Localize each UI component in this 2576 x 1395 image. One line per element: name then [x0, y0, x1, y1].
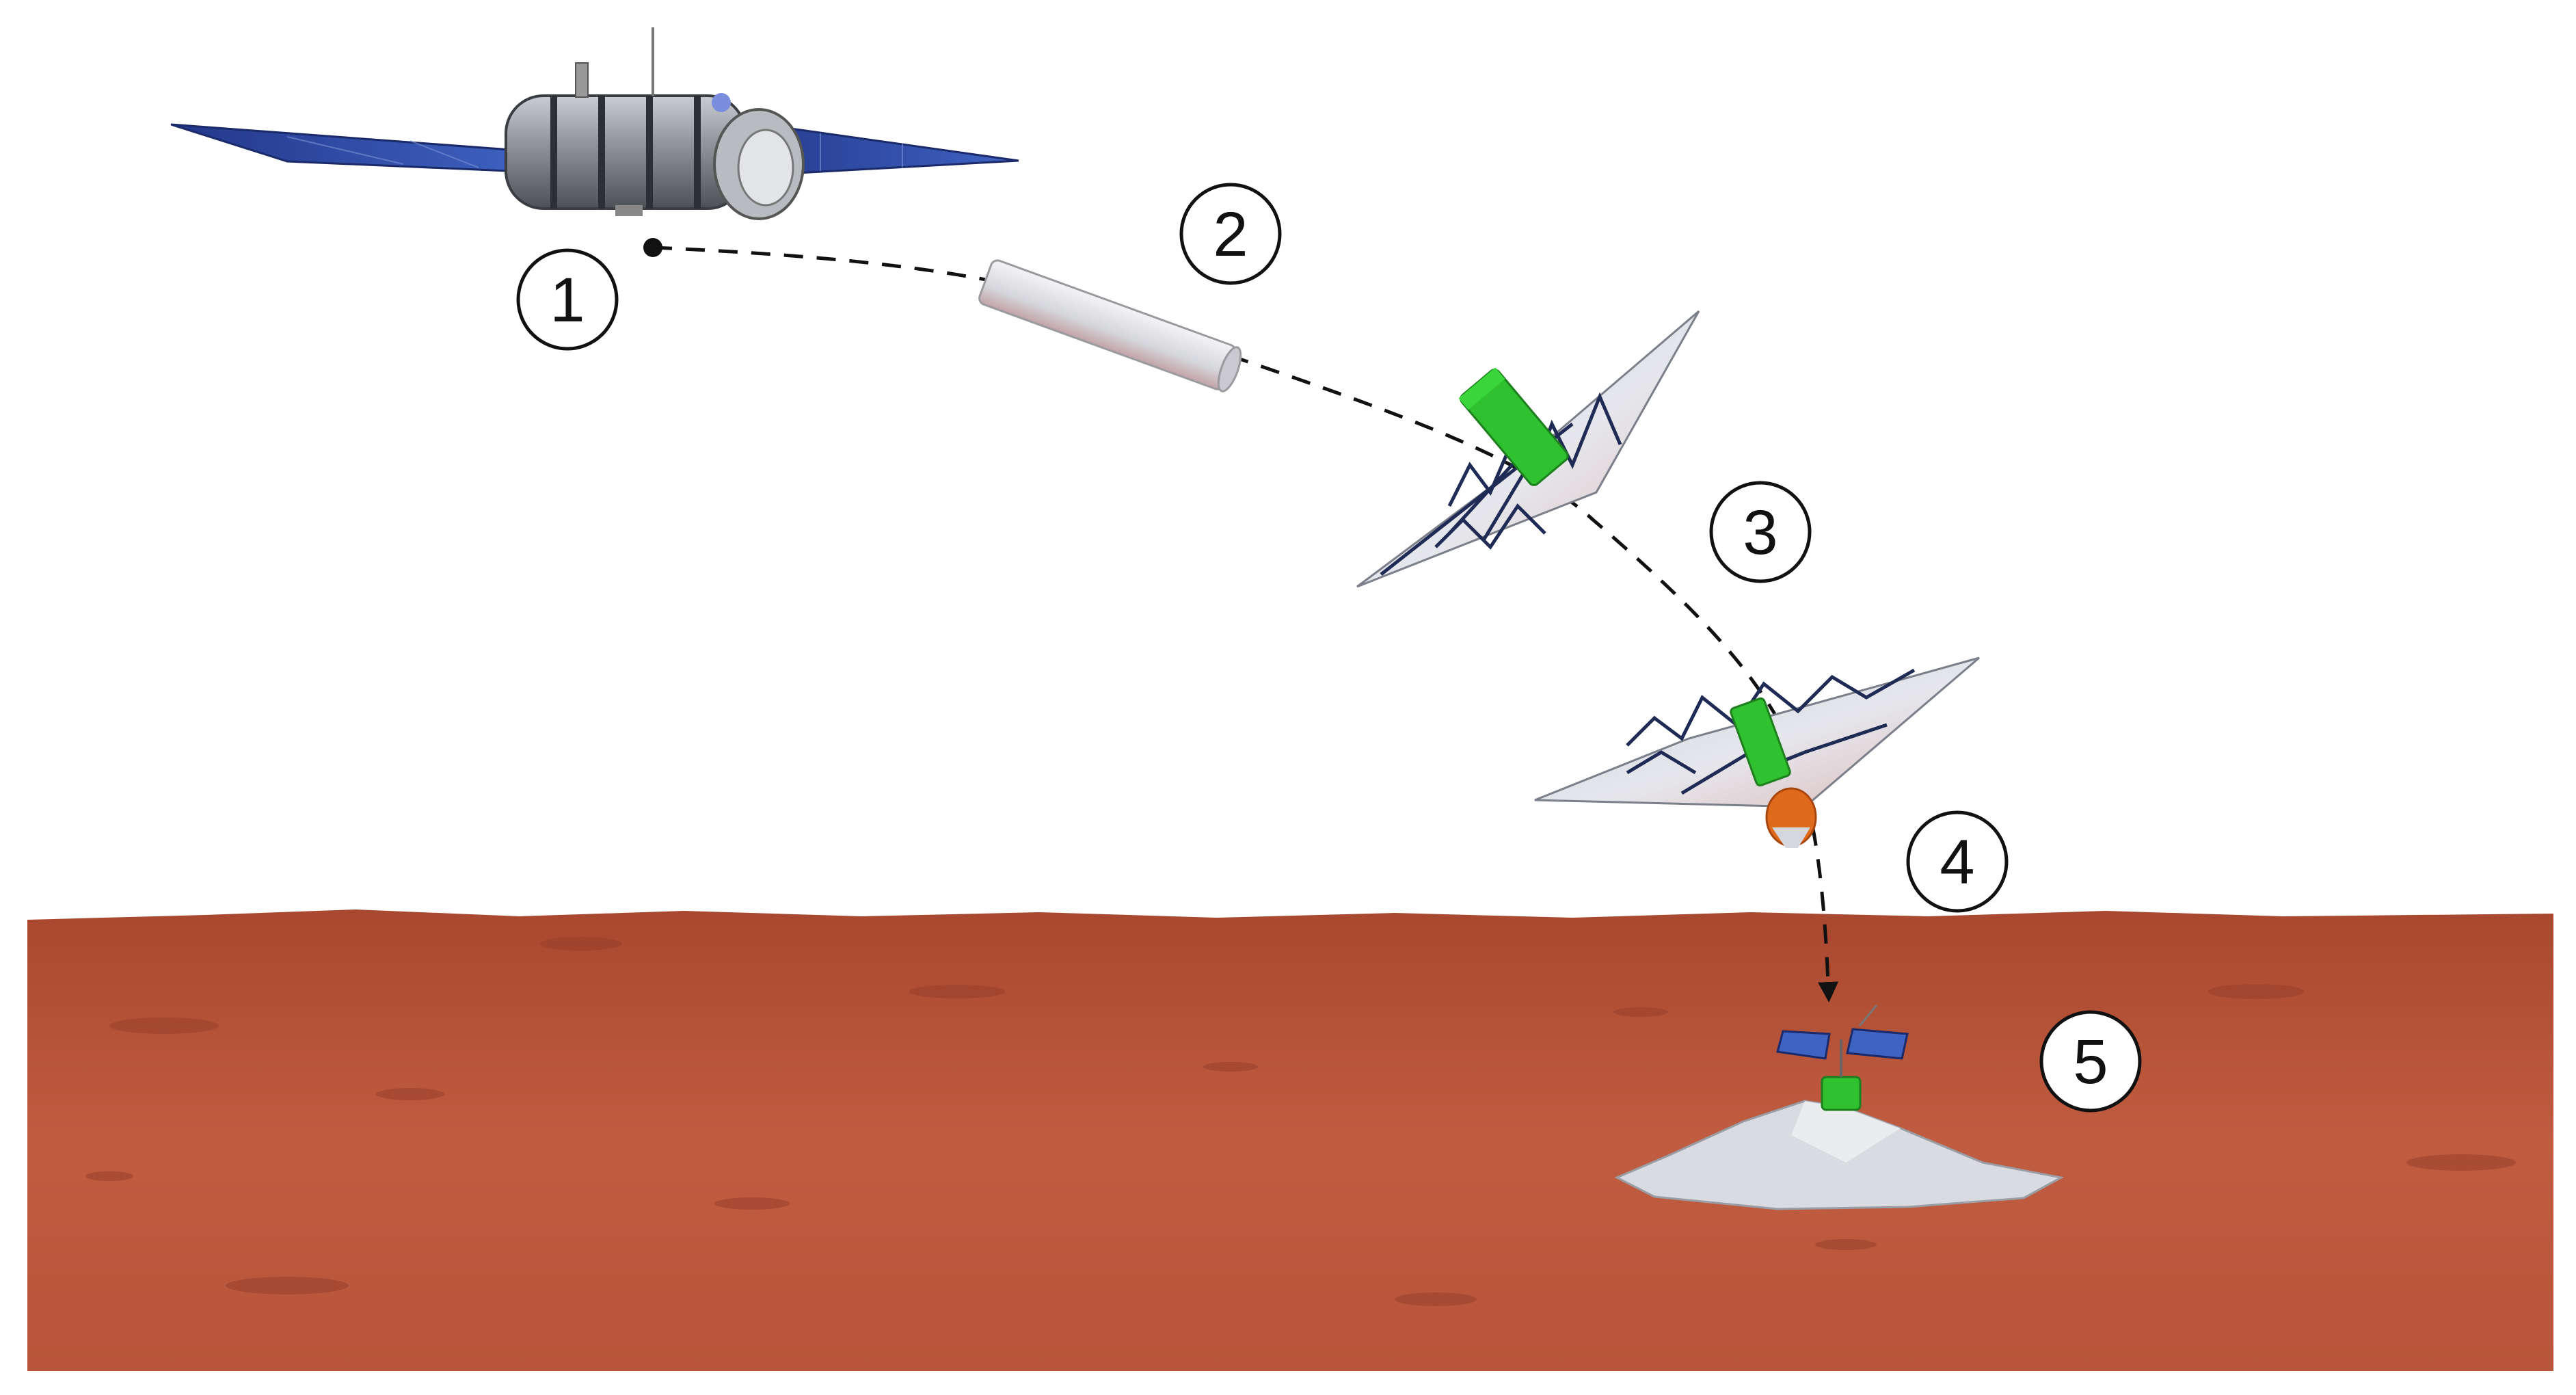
capsule-icon [978, 258, 1246, 394]
step-2-callout: 2 [1181, 185, 1280, 283]
step-1-label: 1 [550, 265, 585, 335]
trajectory-start-dot [643, 238, 662, 257]
step-3-label: 3 [1743, 498, 1777, 568]
step-5-callout: 5 [2041, 1012, 2140, 1111]
step-1-callout: 1 [518, 250, 617, 349]
step-4-label: 4 [1940, 827, 1974, 897]
step-4-callout: 4 [1908, 812, 2007, 911]
mars-surface [27, 909, 2553, 1371]
step-2-label: 2 [1213, 200, 1248, 269]
orbiter-icon [171, 27, 1019, 219]
parachute-icon [1357, 311, 1699, 587]
step-3-callout: 3 [1711, 483, 1810, 581]
step-5-label: 5 [2073, 1027, 2108, 1097]
